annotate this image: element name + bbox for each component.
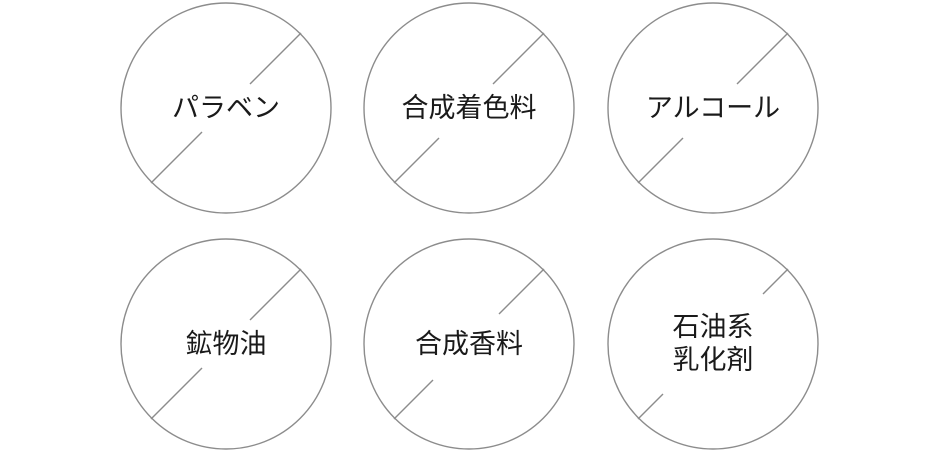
badge-synthetic-fragrance-free: 合成香料 xyxy=(363,238,575,450)
badge-alcohol-free: アルコール xyxy=(607,2,819,214)
badge-label: 合成着色料 xyxy=(363,2,575,214)
badge-label: 鉱物油 xyxy=(120,238,332,450)
badge-label: 石油系 乳化剤 xyxy=(607,238,819,450)
badge-label-line: 石油系 xyxy=(672,312,754,343)
badge-parabens-free: パラベン xyxy=(120,2,332,214)
crossed-circle-icon xyxy=(607,2,819,214)
crossed-circle-icon xyxy=(607,238,819,450)
crossed-circle-icon xyxy=(363,238,575,450)
badge-label: 合成香料 xyxy=(363,238,575,450)
badge-label-line: 合成香料 xyxy=(415,328,523,360)
crossed-circle-icon xyxy=(120,238,332,450)
badge-label-line: 鉱物油 xyxy=(185,328,267,360)
crossed-circle-icon xyxy=(120,2,332,214)
badge-petroleum-emulsifier-free: 石油系 乳化剤 xyxy=(607,238,819,450)
badge-synthetic-colorant-free: 合成着色料 xyxy=(363,2,575,214)
badge-label: アルコール xyxy=(607,2,819,214)
badge-label: パラベン xyxy=(120,2,332,214)
crossed-circle-icon xyxy=(363,2,575,214)
badge-label-line: アルコール xyxy=(645,92,781,124)
badge-label-line: 乳化剤 xyxy=(672,345,754,376)
badge-label-line: パラベン xyxy=(172,92,280,124)
badge-label-line: 合成着色料 xyxy=(401,92,537,124)
badge-mineral-oil-free: 鉱物油 xyxy=(120,238,332,450)
